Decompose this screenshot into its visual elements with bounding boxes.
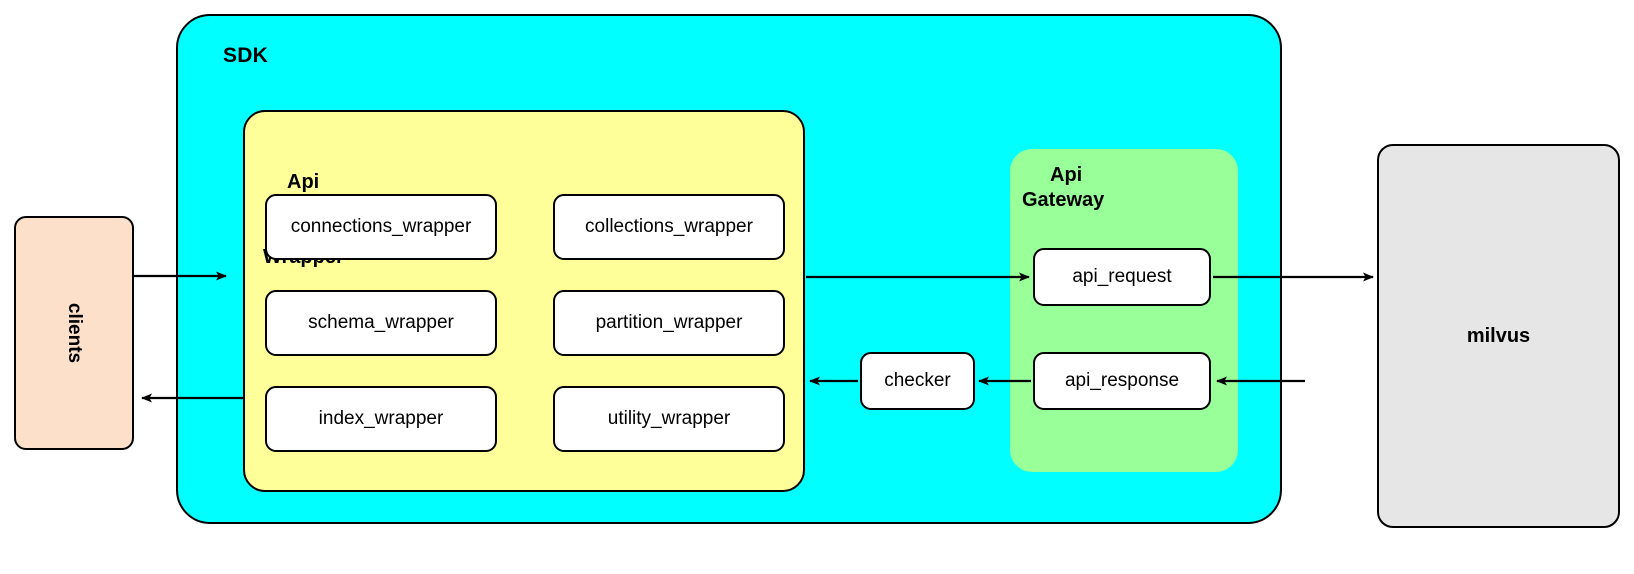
- card-collections-wrapper[interactable]: collections_wrapper: [553, 194, 785, 260]
- card-schema-wrapper[interactable]: schema_wrapper: [265, 290, 497, 356]
- card-label: api_request: [1072, 266, 1172, 287]
- card-label: index_wrapper: [318, 408, 444, 429]
- api-wrapper-label-line1: Api: [287, 171, 320, 193]
- card-api-response[interactable]: api_response: [1033, 352, 1211, 410]
- card-label: utility_wrapper: [607, 408, 731, 429]
- api-gateway-container[interactable]: Api Gateway: [1010, 149, 1238, 472]
- card-api-request[interactable]: api_request: [1033, 248, 1211, 306]
- checker-node[interactable]: checker: [860, 352, 975, 410]
- milvus-node[interactable]: milvus: [1377, 144, 1620, 528]
- card-label: api_response: [1064, 370, 1180, 391]
- milvus-label: milvus: [1466, 324, 1531, 347]
- clients-node[interactable]: clients: [14, 216, 134, 450]
- card-label: connections_wrapper: [290, 216, 472, 237]
- api-gateway-label-line1: Api: [1050, 164, 1083, 186]
- sdk-label: SDK: [223, 44, 268, 67]
- checker-label: checker: [884, 370, 951, 391]
- api-gateway-label: Api Gateway: [1022, 163, 1104, 213]
- clients-label: clients: [63, 302, 85, 364]
- card-utility-wrapper[interactable]: utility_wrapper: [553, 386, 785, 452]
- api-gateway-label-line2: Gateway: [1022, 189, 1105, 211]
- card-connections-wrapper[interactable]: connections_wrapper: [265, 194, 497, 260]
- card-partition-wrapper[interactable]: partition_wrapper: [553, 290, 785, 356]
- card-label: schema_wrapper: [308, 312, 454, 333]
- card-index-wrapper[interactable]: index_wrapper: [265, 386, 497, 452]
- card-label: collections_wrapper: [585, 216, 753, 237]
- card-label: partition_wrapper: [595, 312, 743, 333]
